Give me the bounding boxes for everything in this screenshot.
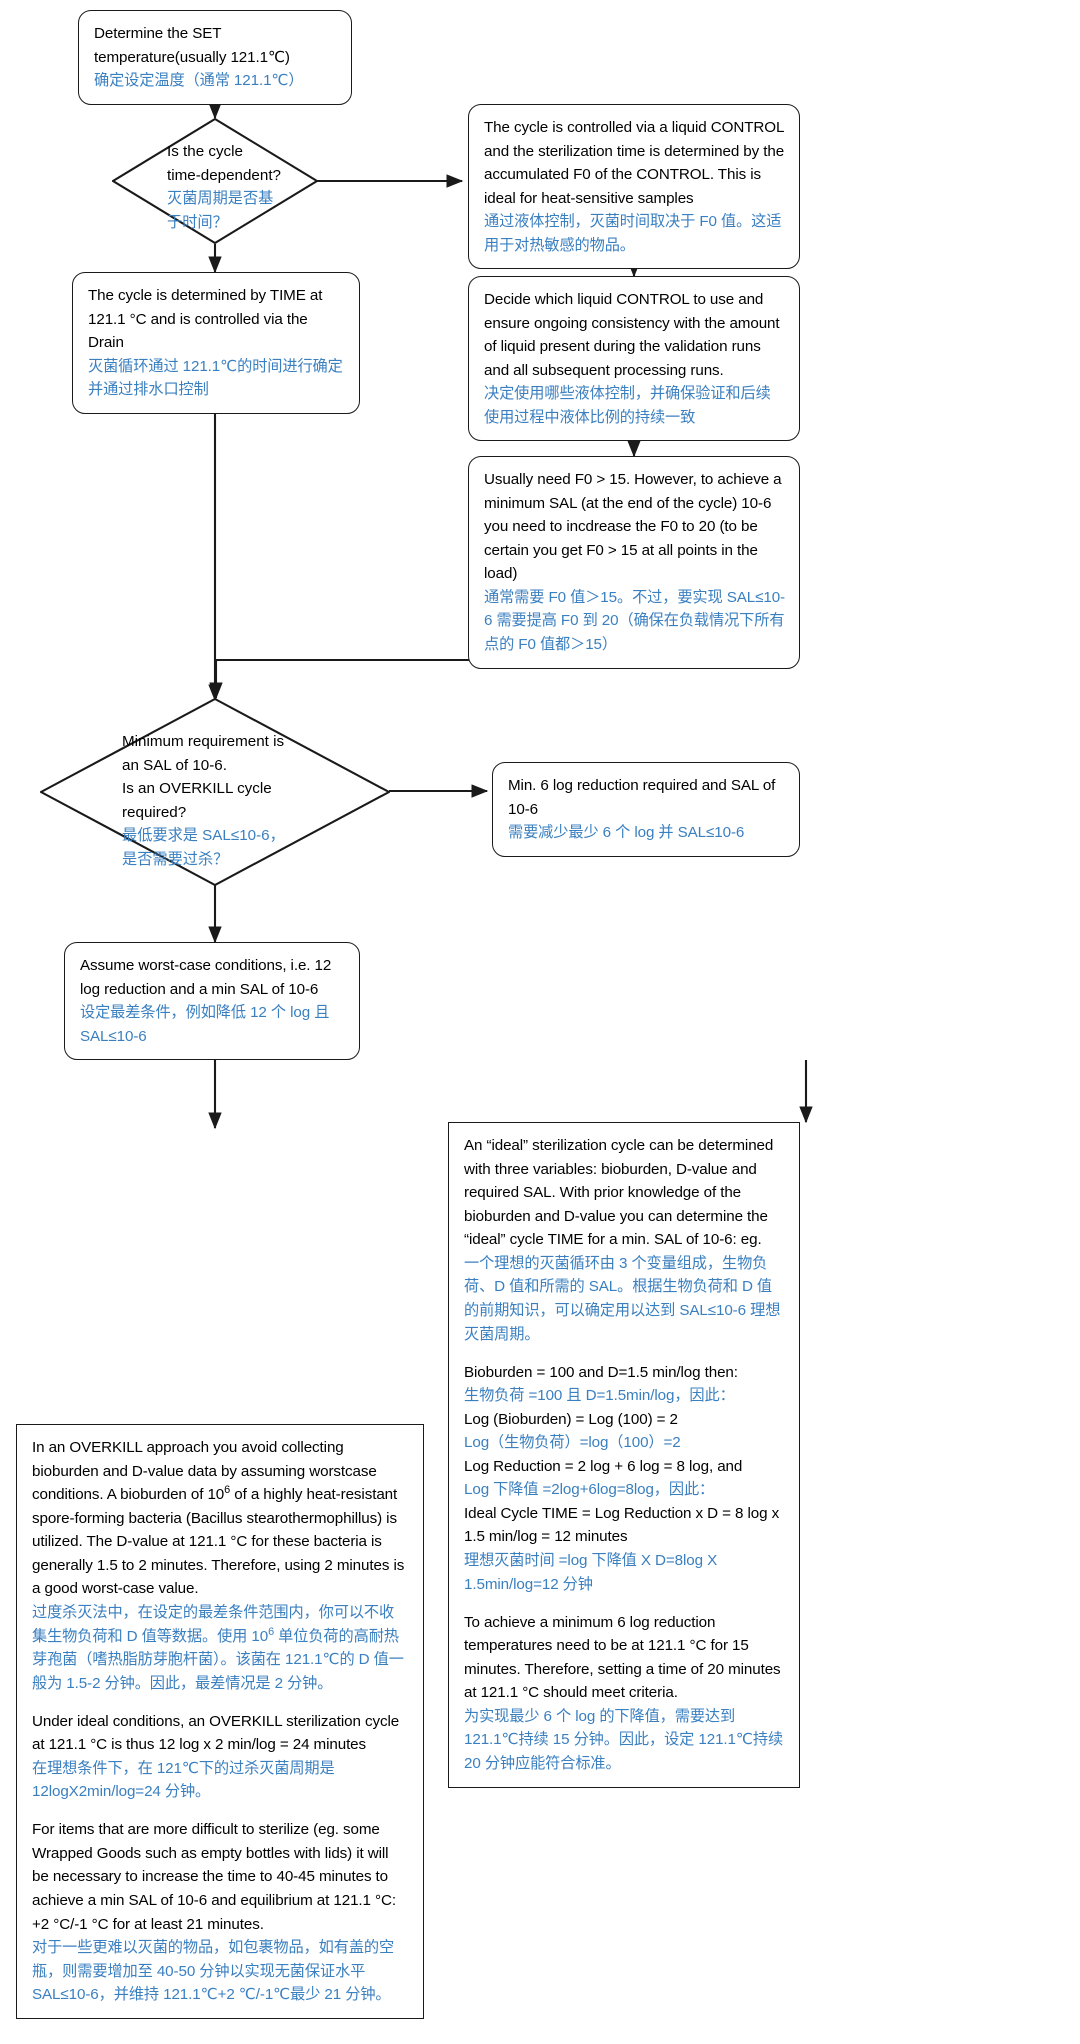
overkill-p3-en: For items that are more difficult to ste… [32,1821,401,1933]
ideal-p2-zh-4: 理想灭菌时间 =log 下降值 X D=8log X 1.5min/log=12… [464,1552,722,1593]
decision-time-dependent-text: Is the cycle time-dependent? 灭菌周期是否基 于时间… [167,140,317,234]
ideal-p2-zh-1: 生物负荷 =100 且 D=1.5min/log，因此： [464,1387,735,1405]
decision-overkill-zh-2: 是否需要过杀？ [122,850,229,868]
node-overkill-detail[interactable]: In an OVERKILL approach you avoid collec… [16,1424,424,2019]
node-time-drain-zh: 灭菌循环通过 121.1℃的时间进行确定并通过排水口控制 [88,357,343,399]
overkill-p1-zh-a: 过度杀灭法中，在设定的最差条件范围内，你可以不收集生物负荷和 D 值等数据。使用… [32,1603,395,1645]
node-decide-liquid-control[interactable]: Decide which liquid CONTROL to use and e… [468,276,800,442]
node-min-6-log-en: Min. 6 log reduction required and SAL of… [508,777,780,818]
node-ideal-cycle[interactable]: An “ideal” sterilization cycle can be de… [448,1122,800,1788]
node-decide-liquid-en: Decide which liquid CONTROL to use and e… [484,291,784,379]
overkill-p1-en-superscript: 6 [224,1484,231,1497]
node-f0-threshold-zh: 通常需要 F0 值＞15。不过，要实现 SAL≤10-6 需要提高 F0 到 2… [484,588,786,653]
decision-overkill-en-1: Minimum requirement is [122,733,285,750]
decision-time-en-1: Is the cycle [167,143,243,160]
decision-overkill-en-4: required? [122,803,187,821]
overkill-p2-zh: 在理想条件下，在 121℃下的过杀灭菌周期是 12logX2min/log=24… [32,1759,339,1801]
diamond-shape [112,118,318,244]
node-worst-case-zh: 设定最差条件，例如降低 12 个 log 且 SAL≤10-6 [80,1004,334,1045]
node-time-drain[interactable]: The cycle is determined by TIME at 121.1… [72,272,360,414]
decision-time-en-2: time-dependent? [167,166,281,184]
node-decision-time-dependent[interactable]: Is the cycle time-dependent? 灭菌周期是否基 于时间… [112,118,318,244]
decision-overkill-en-2: an SAL of 10-6. [122,756,227,774]
overkill-p1-zh: 过度杀灭法中，在设定的最差条件范围内，你可以不收集生物负荷和 D 值等数据。使用… [32,1601,409,1695]
overkill-p1-zh-b: 单位负荷的高耐热芽孢菌（嗜热脂肪芽胞杆菌）。该菌在 121.1℃的 D 值一般为… [32,1627,404,1692]
overkill-p1-en: In an OVERKILL approach you avoid collec… [32,1436,409,1601]
overkill-p2-en: Under ideal conditions, an OVERKILL ster… [32,1712,404,1754]
node-worst-case[interactable]: Assume worst-case conditions, i.e. 12 lo… [64,942,360,1061]
node-liquid-control-f0[interactable]: The cycle is controlled via a liquid CON… [468,104,800,270]
node-set-temperature-en: Determine the SET temperature(usually 12… [94,25,290,66]
overkill-p1-zh-superscript: 6 [268,1625,275,1638]
overkill-p3-zh: 对于一些更难以灭菌的物品，如包裹物品，如有盖的空瓶，则需要增加至 40-50 分… [32,1939,395,2004]
ideal-p2-en-1: Bioburden = 100 and D=1.5 min/log then: [464,1363,738,1381]
node-set-temperature[interactable]: Determine the SET temperature(usually 12… [78,10,352,105]
node-decide-liquid-zh: 决定使用哪些液体控制，并确保验证和后续使用过程中液体比例的持续一致 [484,385,771,426]
ideal-p2-en-2: Log (Bioburden) = Log (100) = 2 [464,1410,678,1428]
spacer [32,1695,409,1709]
overkill-p1-en-a: In an OVERKILL approach you avoid collec… [32,1439,381,1504]
node-liquid-control-f0-en: The cycle is controlled via a liquid CON… [484,119,789,207]
decision-overkill-text: Minimum requirement is an SAL of 10-6. I… [122,730,352,871]
overkill-p1-en-b: of a highly heat-resistant spore-forming… [32,1486,409,1598]
ideal-p1-zh: 一个理想的灭菌循环由 3 个变量组成，生物负荷、D 值和所需的 SAL。根据生物… [464,1254,781,1343]
decision-time-zh-1: 灭菌周期是否基 [167,190,274,208]
spacer [464,1596,785,1610]
decision-overkill-en-3: Is an OVERKILL cycle [122,780,272,798]
ideal-p2-en-4: Ideal Cycle TIME = Log Reduction x D = 8… [464,1504,784,1546]
diamond-shape [40,698,390,886]
ideal-p2-zh-2: Log（生物负荷）=log（100）=2 [464,1434,681,1452]
node-liquid-control-f0-zh: 通过液体控制，灭菌时间取决于 F0 值。这适用于对热敏感的物品。 [484,213,782,254]
spacer [464,1346,785,1360]
ideal-p1-en: An “ideal” sterilization cycle can be de… [464,1137,778,1249]
spacer [32,1804,409,1818]
node-min-6-log-zh: 需要减少最少 6 个 log 并 SAL≤10-6 [508,824,745,842]
node-f0-threshold[interactable]: Usually need F0 > 15. However, to achiev… [468,456,800,669]
ideal-p3-zh: 为实现最少 6 个 log 的下降值，需要达到 121.1℃持续 15 分钟。因… [464,1707,788,1772]
node-time-drain-en: The cycle is determined by TIME at 121.1… [88,287,327,352]
ideal-p2-zh-3: Log 下降值 =2log+6log=8log，因此： [464,1481,715,1499]
decision-time-zh-2: 于时间？ [167,213,228,231]
node-decision-overkill[interactable]: Minimum requirement is an SAL of 10-6. I… [40,698,390,886]
node-min-6-log[interactable]: Min. 6 log reduction required and SAL of… [492,762,800,857]
decision-overkill-zh-1: 最低要求是 SAL≤10-6， [122,827,285,845]
ideal-p3-en: To achieve a minimum 6 log reduction tem… [464,1613,785,1702]
node-worst-case-en: Assume worst-case conditions, i.e. 12 lo… [80,957,336,998]
ideal-p2-en-3: Log Reduction = 2 log + 6 log = 8 log, a… [464,1457,743,1475]
node-set-temperature-zh: 确定设定温度（通常 121.1℃） [94,72,304,90]
node-f0-threshold-en: Usually need F0 > 15. However, to achiev… [484,471,786,583]
